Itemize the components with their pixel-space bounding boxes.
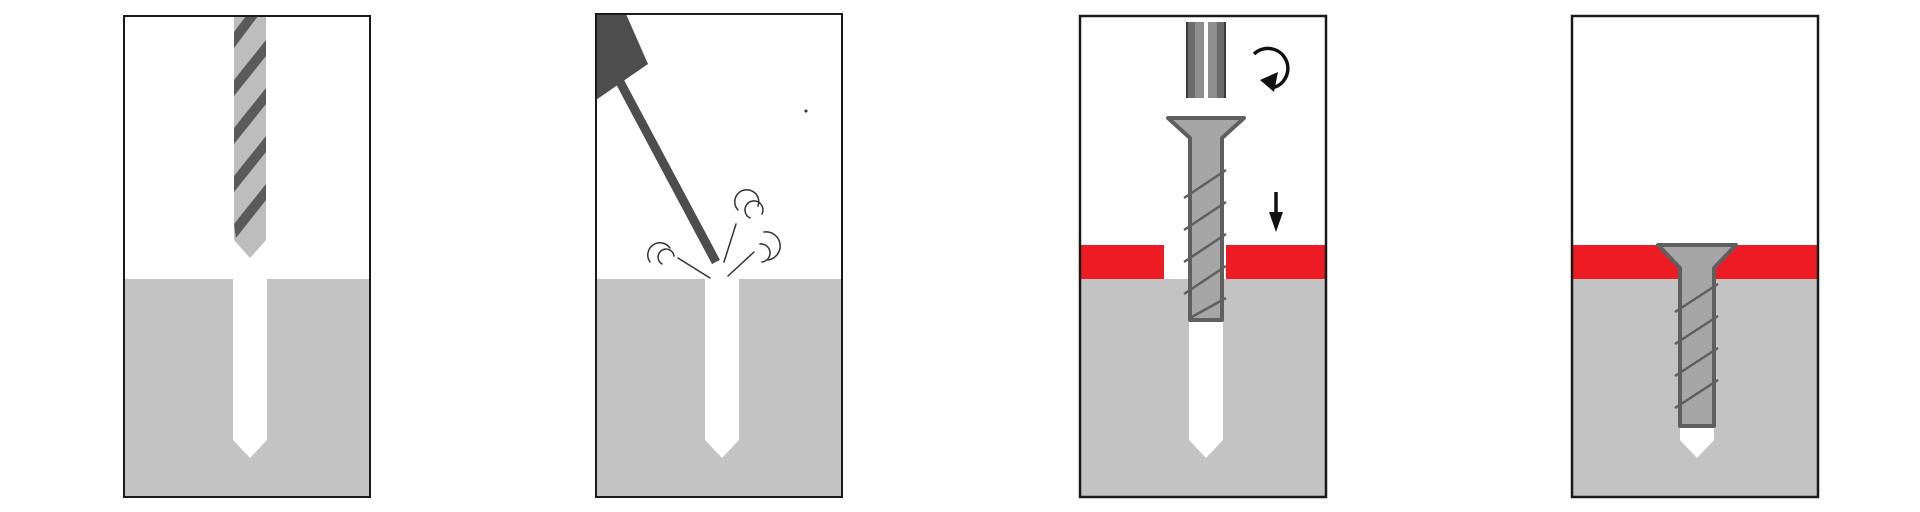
cleaning-brush-icon xyxy=(596,14,720,265)
panel-frame xyxy=(1570,14,1820,499)
step-installed-panel xyxy=(1570,14,1820,499)
rotation-arrow-icon xyxy=(1252,46,1290,92)
fixture-right xyxy=(1226,245,1326,279)
fixture-left xyxy=(1080,245,1164,279)
drill-bit-icon xyxy=(234,16,266,258)
panel-frame xyxy=(1078,14,1328,499)
drilled-hole xyxy=(233,279,267,458)
panel-frame xyxy=(595,13,843,498)
down-arrow-icon xyxy=(1269,192,1283,232)
dust-particles-icon xyxy=(647,109,808,279)
panel-frame xyxy=(123,15,371,498)
screwdriver-icon xyxy=(1186,22,1226,98)
drilled-hole xyxy=(1189,279,1223,458)
screw-icon xyxy=(1166,116,1246,322)
installed-screw-icon xyxy=(1656,243,1738,428)
drilled-hole xyxy=(705,279,739,458)
step-clean-panel xyxy=(595,13,843,498)
step-screw-panel xyxy=(1078,14,1328,499)
step-drill-panel xyxy=(123,15,371,498)
